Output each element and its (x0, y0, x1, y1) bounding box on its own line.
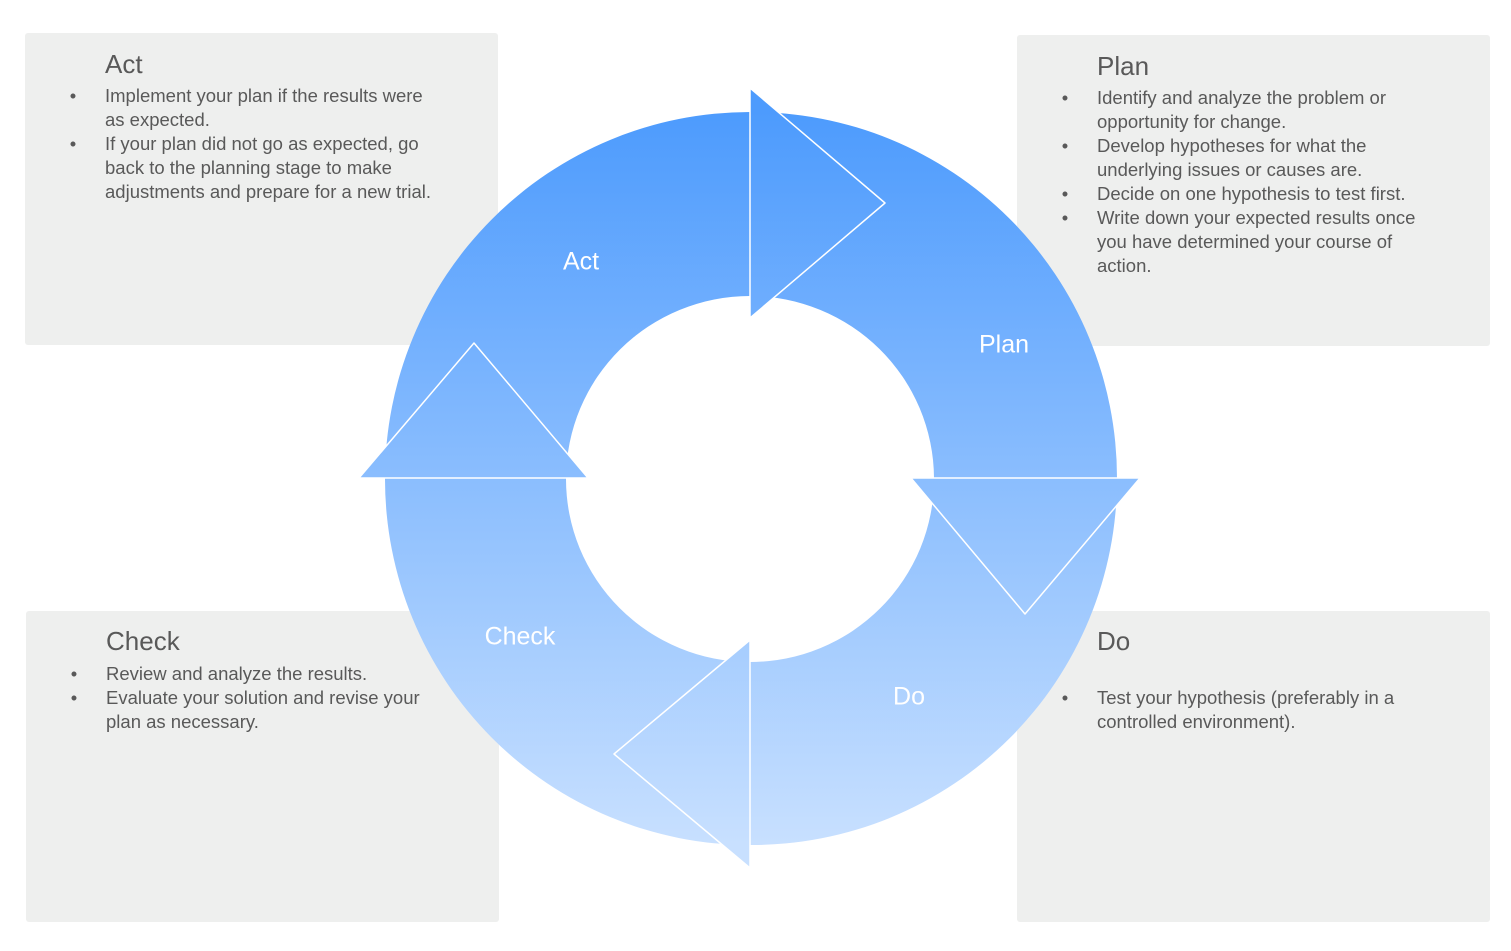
do-panel-title: Do (1097, 626, 1131, 656)
list-item: • Test your hypothesis (preferably in a c… (1062, 686, 1437, 734)
list-item-text: Decide on one hypothesis to test first. (1097, 183, 1406, 204)
do-to-check-arrow (613, 639, 751, 869)
do-panel-list: • Test your hypothesis (preferably in a c… (1062, 686, 1437, 734)
list-item-text: Identify and analyze the problem or oppo… (1097, 87, 1386, 132)
list-item: • Develop hypotheses for what the underly… (1062, 134, 1437, 182)
list-item-text: Test your hypothesis (preferably in a co… (1097, 687, 1395, 732)
bullet-icon: • (70, 687, 78, 708)
list-item: • Decide on one hypothesis to test first. (1062, 182, 1437, 206)
list-item: • Write down your expected results once y… (1062, 206, 1437, 278)
do-segment-label: Do (893, 682, 925, 711)
bullet-icon: • (1061, 207, 1069, 228)
list-item: • Review and analyze the results. (71, 662, 426, 686)
list-item-text: Review and analyze the results. (106, 663, 368, 684)
list-item-text: Evaluate your solution and revise your p… (106, 687, 420, 732)
check-panel-title: Check (106, 626, 180, 656)
list-item-text: If your plan did not go as expected, go … (105, 133, 431, 202)
bullet-icon: • (69, 85, 77, 106)
bullet-icon: • (1061, 183, 1069, 204)
check-panel-list: • Review and analyze the results. • Evalua… (71, 662, 426, 734)
list-item: • Evaluate your solution and revise your … (71, 686, 426, 734)
act-panel-list: • Implement your plan if the results were… (70, 84, 445, 204)
act-panel-title: Act (105, 49, 143, 79)
plan-segment-label: Plan (978, 330, 1030, 359)
check-to-act-arrow (358, 342, 589, 479)
bullet-icon: • (1061, 135, 1069, 156)
plan-panel-title: Plan (1097, 51, 1150, 81)
bullet-icon: • (69, 133, 77, 154)
check-segment-label: Check (484, 622, 556, 651)
bullet-icon: • (70, 663, 78, 684)
act-panel: Act • Implement your plan if the results … (25, 33, 498, 345)
bullet-icon: • (1061, 687, 1069, 708)
list-item-text: Implement your plan if the results were … (105, 85, 423, 130)
plan-panel-list: • Identify and analyze the problem or opp… (1062, 86, 1437, 278)
do-panel: Do • Test your hypothesis (preferably in … (1017, 611, 1490, 922)
check-panel: Check • Review and analyze the results. •… (26, 611, 499, 922)
list-item-text: Write down your expected results once yo… (1097, 207, 1416, 276)
list-item: • Implement your plan if the results were… (70, 84, 445, 132)
plan-panel: Plan • Identify and analyze the problem o… (1017, 35, 1490, 346)
list-item: • If your plan did not go as expected, go… (70, 132, 445, 204)
act-segment-label: Act (562, 247, 600, 276)
plan-to-do-arrow (910, 477, 1141, 615)
act-to-plan-arrow (749, 87, 886, 319)
bullet-icon: • (1061, 87, 1069, 108)
list-item-text: Develop hypotheses for what the underlyi… (1097, 135, 1367, 180)
list-item: • Identify and analyze the problem or opp… (1062, 86, 1437, 134)
